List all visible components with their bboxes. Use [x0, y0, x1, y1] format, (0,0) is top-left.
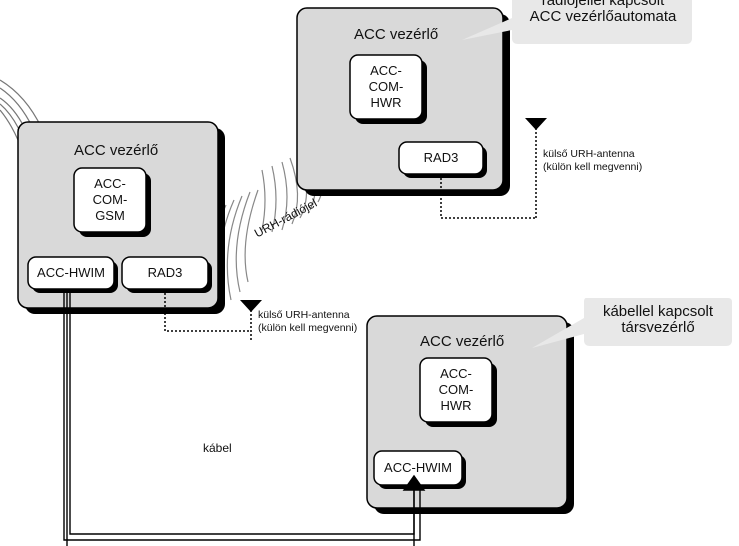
comm-module: ACC- COM- HWR	[368, 63, 404, 110]
module-acc-hwim: ACC-HWIM	[37, 265, 105, 280]
module-rad3: RAD3	[423, 150, 459, 165]
antenna-label: külső URH-antenna (külön kell megvenni)	[258, 309, 358, 334]
cable-label: kábel	[203, 441, 232, 455]
antenna-label: külső URH-antenna (külön kell megvenni)	[543, 148, 643, 173]
controller-title: ACC vezérlő	[354, 26, 439, 43]
module-acc-hwim: ACC-HWIM	[384, 460, 452, 475]
module-rad3: RAD3	[147, 265, 183, 280]
antenna-icon	[440, 118, 547, 219]
comm-module: ACC- COM- HWR	[438, 366, 474, 413]
controller-left	[17, 121, 225, 314]
cable-line	[63, 293, 426, 546]
callout-radio	[462, 0, 692, 44]
controller-bottom	[366, 315, 574, 514]
callout-cable	[532, 298, 732, 348]
antenna-icon	[164, 293, 262, 340]
controller-top	[296, 7, 510, 196]
callout-radio-text: rádiójellel kapcsolt ACC vezérlőautomata	[529, 0, 677, 25]
controller-title: ACC vezérlő	[74, 142, 159, 159]
controller-title: ACC vezérlő	[420, 333, 505, 350]
callout-cable-text: kábellel kapcsolt társvezérlő	[602, 303, 714, 336]
comm-module: ACC- COM- GSM	[92, 176, 128, 223]
